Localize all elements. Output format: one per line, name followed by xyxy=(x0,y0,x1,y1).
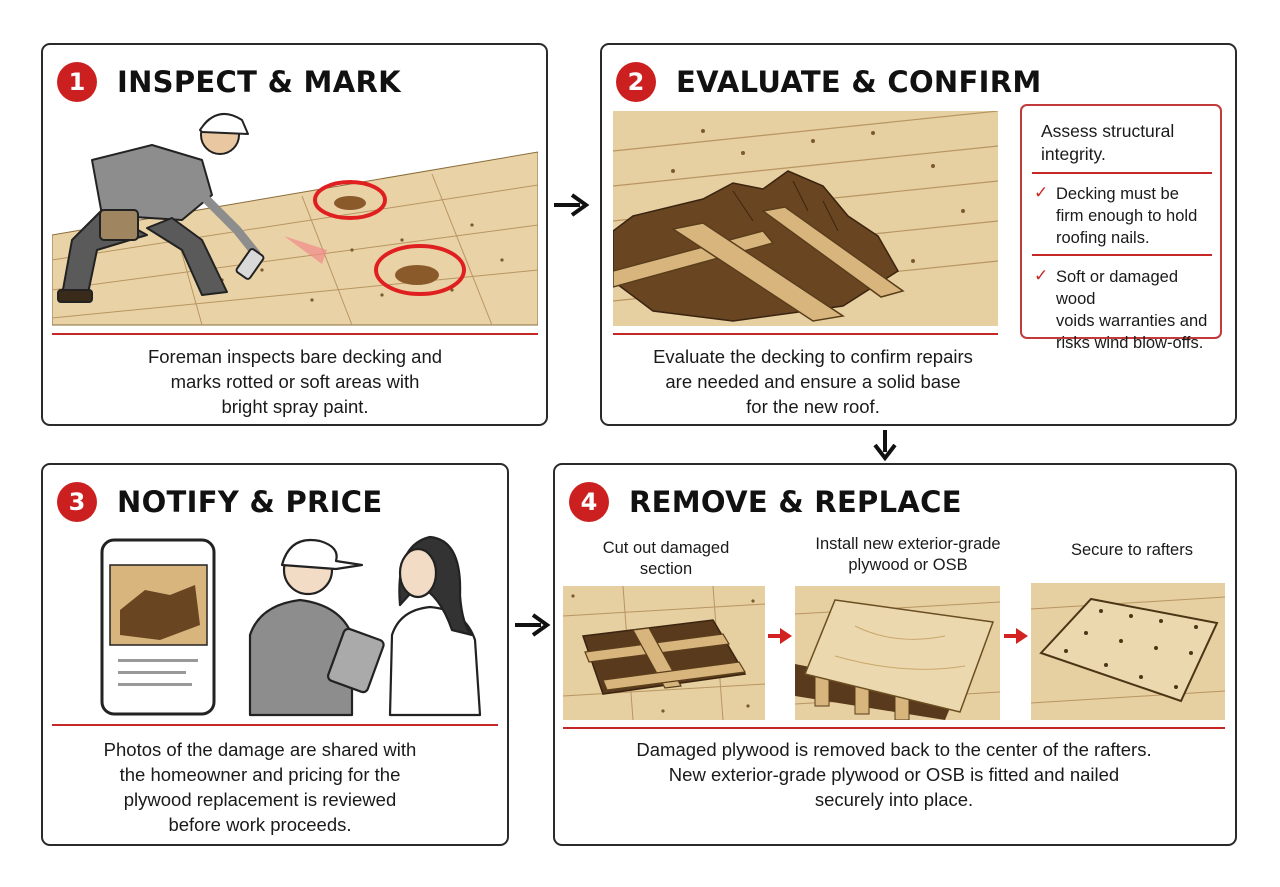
install-plywood-image xyxy=(795,586,1000,720)
callout-intro: Assess structural integrity. xyxy=(1041,121,1175,164)
step-1-title: INSPECT & MARK xyxy=(117,65,401,99)
step-4-caption: Damaged plywood is removed back to the c… xyxy=(636,739,1152,810)
arrow-down-icon xyxy=(873,430,897,462)
damaged-decking-illustration xyxy=(613,111,998,326)
step-1-caption: Foreman inspects bare decking and marks … xyxy=(147,346,443,417)
callout-divider xyxy=(1032,172,1212,174)
secured-plywood-image xyxy=(1031,583,1225,720)
callout-item-1: Decking must be firm enough to hold roof… xyxy=(1056,185,1198,247)
inspect-illustration xyxy=(52,112,538,326)
substep-1-label: Cut out damaged section xyxy=(602,539,730,578)
step-3-divider xyxy=(52,724,498,726)
structural-integrity-callout: Assess structural integrity. ✓ Decking m… xyxy=(1020,104,1222,352)
callout-item-2: Soft or damaged wood voids warranties an… xyxy=(1056,268,1208,352)
step-4-title: REMOVE & REPLACE xyxy=(629,485,962,519)
step-2-header: 2 EVALUATE & CONFIRM xyxy=(616,59,1042,105)
check-icon: ✓ xyxy=(1034,183,1049,203)
substep-2-label: Install new exterior-grade plywood or OS… xyxy=(815,535,1001,574)
notify-illustration xyxy=(100,535,482,717)
check-icon: ✓ xyxy=(1034,266,1049,286)
step-4-divider xyxy=(563,727,1225,729)
step-3-caption: Photos of the damage are shared with the… xyxy=(103,739,417,835)
step-1-number-badge: 1 xyxy=(57,62,97,102)
step-1-header: 1 INSPECT & MARK xyxy=(57,59,401,105)
step-2-divider xyxy=(613,333,998,335)
arrow-right-icon xyxy=(515,613,551,637)
substep-3-label: Secure to rafters xyxy=(1071,541,1193,559)
arrow-right-icon xyxy=(554,193,590,217)
callout-divider xyxy=(1032,254,1212,256)
step-2-number-badge: 2 xyxy=(616,62,656,102)
step-3-number-badge: 3 xyxy=(57,482,97,522)
step-4-header: 4 REMOVE & REPLACE xyxy=(569,479,962,525)
step-3-title: NOTIFY & PRICE xyxy=(117,485,383,519)
step-2-caption: Evaluate the decking to confirm repairs … xyxy=(653,346,973,417)
step-1-divider xyxy=(52,333,538,335)
step-3-header: 3 NOTIFY & PRICE xyxy=(57,479,382,525)
cut-out-section-image xyxy=(563,586,765,720)
step-4-number-badge: 4 xyxy=(569,482,609,522)
arrow-right-red-icon xyxy=(1004,628,1028,644)
step-2-title: EVALUATE & CONFIRM xyxy=(676,65,1042,99)
arrow-right-red-icon xyxy=(768,628,792,644)
